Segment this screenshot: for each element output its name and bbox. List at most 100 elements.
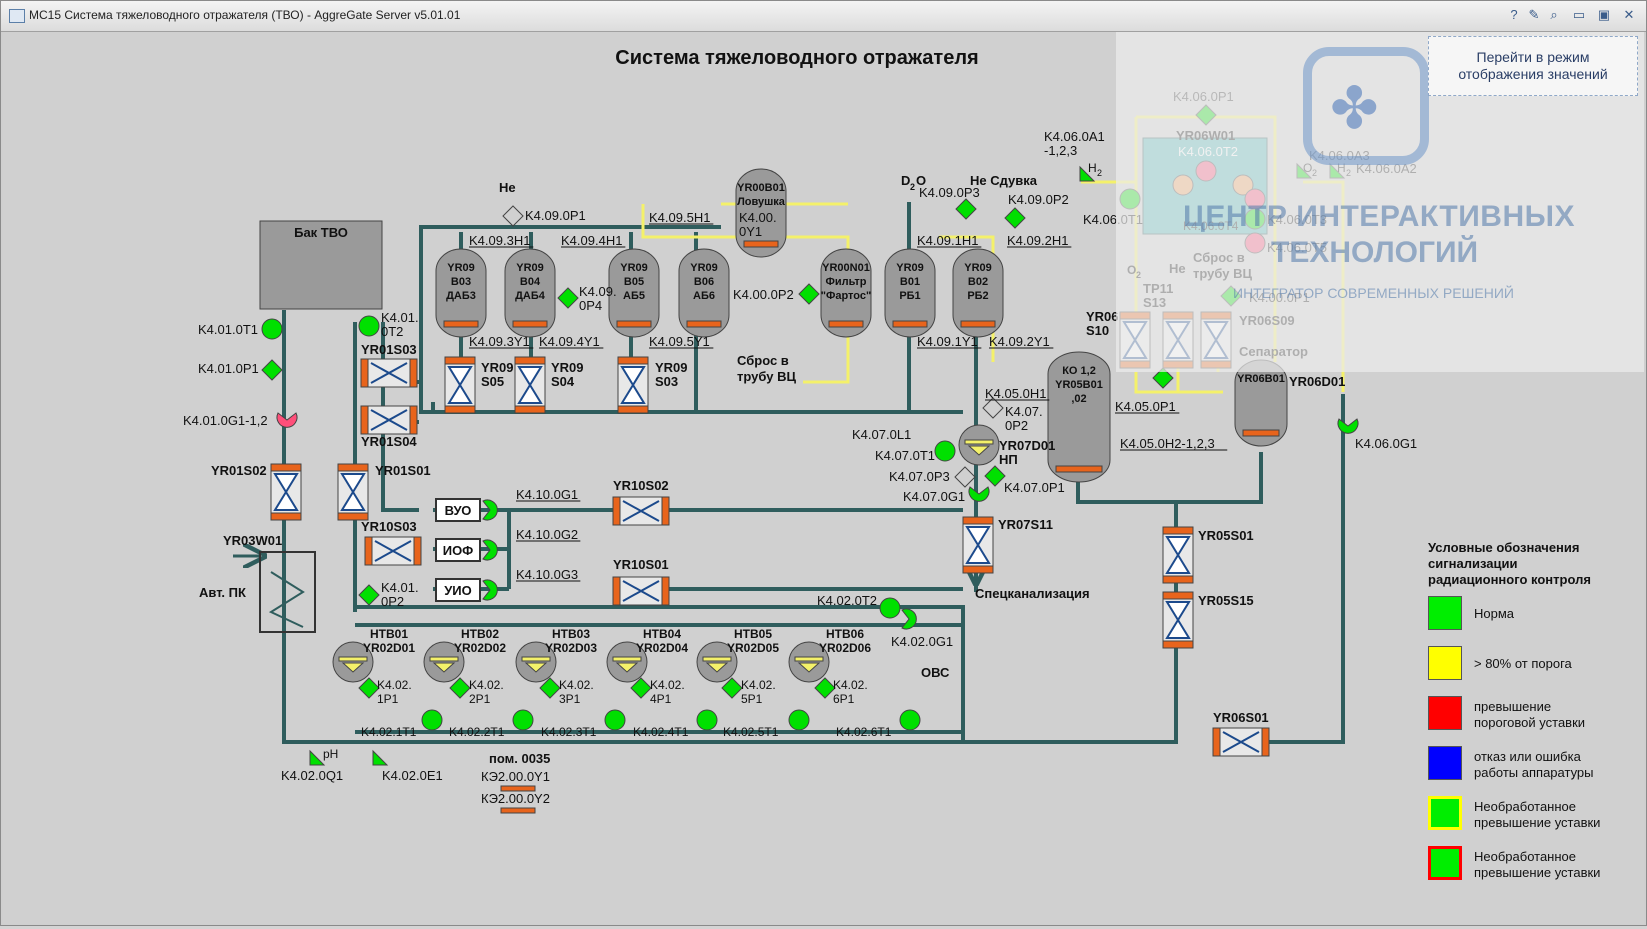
pump-impeller — [432, 662, 456, 673]
flow-sensor-icon — [1337, 418, 1359, 434]
pump-label: YR02D01 — [363, 641, 415, 655]
box-vuo — [435, 498, 481, 522]
valve-body — [622, 500, 660, 522]
tag-label: 5P1 — [741, 692, 763, 706]
valve-actuator — [444, 405, 476, 414]
valve-body — [1165, 601, 1191, 639]
pump-impeller — [524, 662, 548, 673]
pressure-sensor-icon — [557, 287, 579, 309]
pressure-sensor-icon — [982, 397, 1004, 419]
temperature-sensor-icon — [696, 709, 718, 731]
level-bar — [743, 240, 779, 248]
valve-label: НП — [999, 452, 1018, 467]
box-uio — [435, 578, 481, 602]
vessel-label: YR09 — [896, 262, 924, 274]
pressure-sensor-icon — [358, 584, 380, 606]
level-bar — [686, 320, 722, 328]
trap-yr00b01 — [735, 168, 787, 258]
help-icon[interactable]: ? — [1510, 7, 1518, 22]
pump-yr02d01 — [332, 641, 374, 683]
tag-label: K4.05.0H1 — [985, 386, 1046, 401]
temperature-sensor-icon — [512, 709, 534, 731]
tag-label: K4.02.5T1 — [723, 725, 779, 739]
valve-actuator — [444, 356, 476, 365]
level-bar — [892, 320, 928, 328]
valve-label: YR09 — [481, 360, 514, 375]
vessel-label: "Фартос" — [821, 290, 871, 302]
tag-label: K4.07.0L1 — [852, 427, 911, 442]
analyzer-icon — [309, 749, 326, 766]
pipe — [1263, 394, 1345, 744]
pump-label: НТВ01 — [370, 627, 408, 641]
pressure-sensor-icon — [630, 677, 652, 699]
ph-label: pH — [323, 747, 338, 761]
tag-label: КЭ2.00.0Y2 — [481, 791, 550, 806]
maximize-icon[interactable]: ▭ — [1572, 7, 1586, 22]
tag-label: 0P2 — [1005, 418, 1028, 433]
legend-title-1: Условные обозначения — [1428, 540, 1580, 555]
edit-icon[interactable]: ✎ — [1528, 7, 1540, 22]
tag-label: K4.09.2H1 — [1007, 233, 1068, 248]
level-bar — [960, 320, 996, 328]
vessel-label: YR09 — [620, 262, 648, 274]
flowmeter-icon — [500, 807, 536, 814]
temperature-sensor-icon — [261, 318, 283, 340]
valve-label: YR07S11 — [998, 517, 1053, 532]
legend-swatch — [1428, 596, 1462, 630]
pump-indicator — [429, 656, 459, 662]
tag-label: K4.00. — [739, 210, 777, 225]
page-title: Система тяжеловодного отражателя — [615, 47, 978, 69]
valve-label: YR10S03 — [361, 519, 417, 534]
flow-sensor-icon — [482, 499, 498, 521]
pump-label: НТВ02 — [461, 627, 499, 641]
search-icon[interactable]: ⌕ — [1550, 7, 1558, 22]
vessel-label: КО 1,2 — [1062, 365, 1096, 377]
unit-label: ОВС — [921, 665, 950, 680]
tag-label: 1P1 — [377, 692, 399, 706]
flow-sensor-alarm-icon — [276, 412, 298, 428]
app-icon — [9, 9, 25, 23]
vessel-label: ,02 — [1071, 393, 1086, 405]
valve-actuator — [612, 496, 621, 526]
valve-body — [965, 526, 991, 564]
tag-label: K4.01. — [381, 310, 419, 325]
valve-actuator — [270, 512, 302, 521]
tag-label: 3P1 — [559, 692, 581, 706]
pump-yr02d02 — [423, 641, 465, 683]
tag-label: K4.09.0P3 — [919, 185, 980, 200]
vessel-b04 — [504, 248, 556, 338]
vessel-label: YR09 — [516, 262, 544, 274]
valve-label: S03 — [655, 374, 678, 389]
switch-view-mode-button[interactable]: Перейти в режим отображения значений — [1428, 36, 1638, 96]
valve-actuator — [337, 463, 369, 472]
vessel-label: B03 — [451, 276, 471, 288]
vessel-label: YR00N01 — [822, 262, 870, 274]
tag-label: K4.07. — [1005, 404, 1043, 419]
tag-label: K4.02.0E1 — [382, 768, 443, 783]
level-bar — [828, 320, 864, 328]
pressure-sensor-icon — [1152, 367, 1174, 389]
gas-label-sub: 2 — [1097, 168, 1102, 178]
valve-actuator — [270, 463, 302, 472]
valve-label: YR06D01 — [1289, 374, 1345, 389]
close-icon[interactable]: ✕ — [1623, 7, 1635, 22]
ko-yr05b01 — [1047, 351, 1111, 483]
gas-label-sub: 2 — [910, 182, 915, 192]
restore-icon[interactable]: ▣ — [1597, 7, 1611, 22]
vessel-b06 — [678, 248, 730, 338]
vessel-label: YR05B01 — [1055, 379, 1103, 391]
pressure-sensor-icon — [954, 466, 976, 488]
tag-label: K4.10.0G2 — [516, 527, 578, 542]
flowmeter-icon — [500, 785, 536, 792]
pressure-sensor-icon — [502, 205, 524, 227]
valve-actuator — [337, 512, 369, 521]
valve-actuator — [514, 356, 546, 365]
tag-label: K4.06.0A1 — [1044, 129, 1105, 144]
tag-label: K4.09.3Y1 — [469, 334, 530, 349]
tag-label: K4.09. — [579, 284, 617, 299]
pump-label: YR02D05 — [727, 641, 779, 655]
pressure-sensor-icon — [1004, 207, 1026, 229]
box-label: УИО — [444, 583, 472, 598]
tag-label: K4.02. — [377, 678, 412, 692]
